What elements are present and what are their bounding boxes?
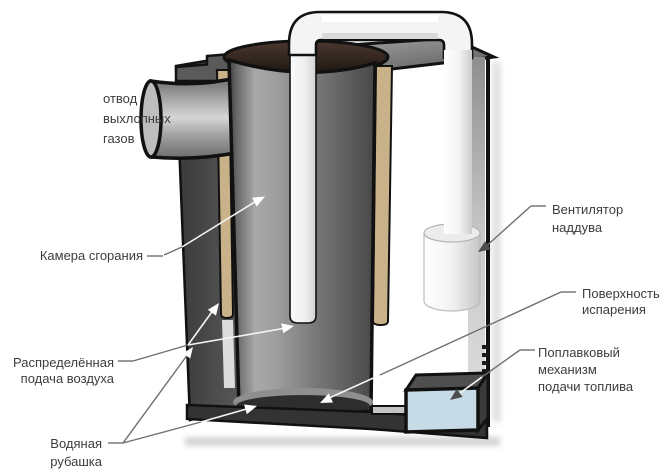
arrow-water-jacket-wall [182, 347, 193, 359]
svg-text:выхлопных: выхлопных [103, 111, 171, 126]
svg-text:испарения: испарения [582, 302, 646, 317]
float-box-front [404, 386, 480, 434]
svg-text:газов: газов [103, 131, 135, 146]
svg-text:наддува: наддува [552, 220, 603, 235]
central-air-pipe [289, 47, 317, 324]
blower-pipe-shade [322, 33, 438, 39]
right-wall-shadow [492, 62, 501, 422]
exhaust-pipe-mouth [139, 79, 163, 159]
arrowheads [182, 196, 491, 415]
labels: отвод выхлопных газов Камера сгорания Ра… [13, 91, 660, 469]
label-exhaust: отвод [103, 91, 138, 106]
arrow-liner-left [207, 303, 219, 316]
svg-text:подачи топлива: подачи топлива [538, 379, 634, 394]
fan-body [423, 232, 481, 312]
arrow-water-jacket-bottom [244, 404, 257, 415]
ground-shadow [185, 437, 500, 446]
arrow-fan [478, 241, 491, 252]
label-air-distribution: Распределённая [13, 355, 114, 370]
arrow-central-pipe [281, 323, 294, 334]
svg-text:подача воздуха: подача воздуха [21, 371, 115, 386]
fuel-pipe [371, 405, 409, 415]
blower-pipe-highlight [322, 15, 438, 22]
label-water-jacket: Водяная [50, 436, 102, 451]
arrow-combustion-chamber [252, 196, 265, 207]
air-gap-left [222, 320, 235, 388]
arrow-evaporation [320, 393, 333, 403]
svg-text:рубашка: рубашка [50, 454, 103, 469]
label-combustion-chamber: Камера сгорания [40, 248, 143, 263]
label-evaporation-surface: Поверхность [582, 286, 660, 301]
arrow-float-box [450, 388, 463, 400]
leader-lines [108, 199, 576, 444]
label-float-mechanism: Поплавковый [538, 345, 620, 360]
fan-inlet-pipe [444, 180, 472, 234]
label-fan: Вентилятор [552, 202, 623, 217]
svg-text:механизм: механизм [538, 362, 597, 377]
